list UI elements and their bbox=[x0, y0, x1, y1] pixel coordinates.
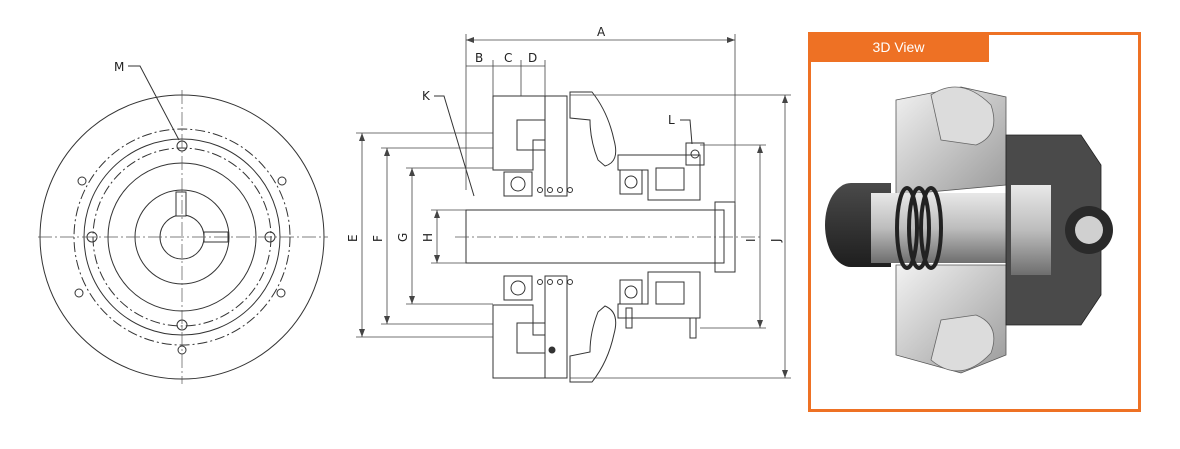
label-a: A bbox=[597, 25, 606, 39]
lower-jaw bbox=[930, 314, 995, 372]
spring-coil bbox=[895, 186, 919, 270]
clamp-plate-upper bbox=[544, 95, 568, 197]
needle-row-lower bbox=[537, 279, 573, 285]
leader-l bbox=[680, 119, 693, 145]
panel-title-tab: 3D View bbox=[808, 32, 989, 62]
bearing-upper-right bbox=[619, 169, 643, 195]
bearing-lower-left bbox=[503, 275, 533, 301]
label-f: F bbox=[371, 235, 385, 242]
bearing-ball bbox=[624, 175, 638, 189]
section-view bbox=[434, 91, 760, 383]
label-m: M bbox=[114, 60, 124, 74]
bearing-ball bbox=[624, 285, 638, 299]
dimension-lines bbox=[356, 34, 791, 379]
label-l: L bbox=[668, 113, 675, 127]
3d-render bbox=[825, 86, 1113, 374]
housing-lower bbox=[617, 271, 701, 319]
seal-lower bbox=[655, 281, 685, 305]
retainer-lower bbox=[516, 322, 546, 354]
housing-upper bbox=[617, 154, 701, 201]
jaw-lower bbox=[569, 305, 617, 383]
arrowheads bbox=[359, 37, 788, 378]
label-j: J bbox=[769, 238, 783, 243]
3d-view-panel bbox=[808, 32, 1141, 412]
needle-row-upper bbox=[537, 187, 573, 193]
panel-title: 3D View bbox=[872, 39, 925, 55]
bolt-hole bbox=[77, 176, 87, 186]
label-k: K bbox=[422, 89, 431, 103]
keyway-top bbox=[175, 191, 187, 217]
front-view bbox=[38, 65, 328, 384]
bolt-hole bbox=[276, 288, 286, 298]
grease-nipple bbox=[689, 317, 697, 339]
label-h: H bbox=[421, 233, 435, 242]
label-g: G bbox=[396, 233, 410, 242]
bearing-ball bbox=[510, 280, 526, 296]
upper-jaw bbox=[930, 86, 995, 146]
air-fitting bbox=[685, 142, 705, 166]
hub-upper bbox=[492, 95, 546, 171]
spring-coil bbox=[919, 186, 943, 270]
label-b: B bbox=[475, 51, 483, 65]
label-e: E bbox=[346, 234, 360, 242]
clamp-plate-lower bbox=[544, 275, 568, 379]
grease-nipple bbox=[625, 307, 633, 329]
label-i: I bbox=[744, 238, 758, 242]
spring-coil bbox=[907, 186, 931, 270]
label-d: D bbox=[528, 51, 537, 65]
bearing-upper-left bbox=[503, 171, 533, 197]
end-bore-inner bbox=[1075, 216, 1103, 244]
right-inner bbox=[1011, 185, 1051, 275]
technical-drawing: M bbox=[38, 25, 791, 384]
bolt-hole bbox=[277, 176, 287, 186]
right-housing bbox=[1005, 134, 1102, 326]
dimension-labels: A B C D K L E F G H I J bbox=[346, 25, 783, 243]
label-c: C bbox=[504, 51, 512, 65]
leader-m bbox=[128, 65, 180, 141]
bearing-ball bbox=[510, 176, 526, 192]
bearing-lower-right bbox=[619, 279, 643, 305]
detail-dot bbox=[548, 346, 556, 354]
leader-k bbox=[434, 95, 475, 197]
bolt-hole bbox=[74, 288, 84, 298]
retainer-upper bbox=[516, 119, 546, 151]
fitting-port bbox=[690, 149, 700, 159]
jaw-upper bbox=[569, 91, 617, 167]
shaft bbox=[465, 209, 725, 264]
seal-upper bbox=[655, 167, 685, 191]
hub-lower bbox=[492, 304, 546, 379]
